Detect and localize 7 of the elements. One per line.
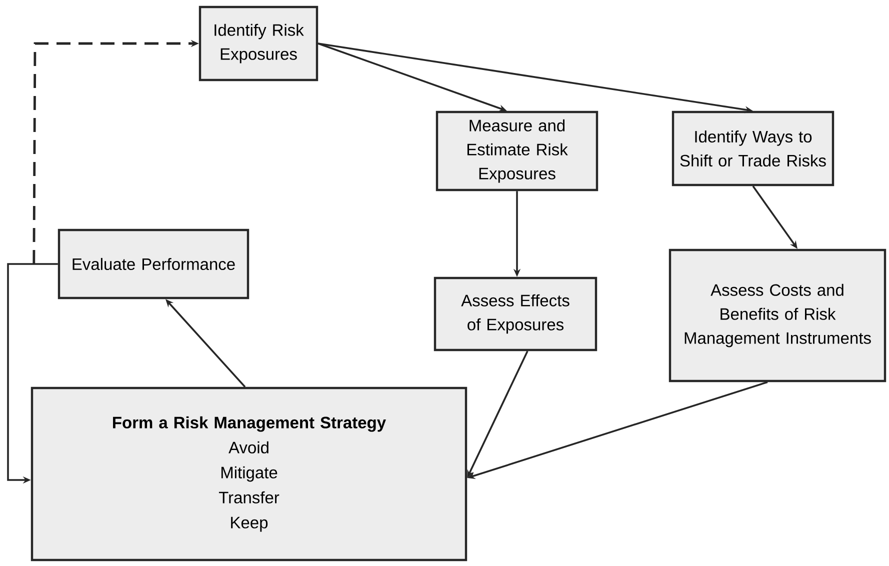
process-box: Identify Ways to Shift or Trade Risks <box>672 110 834 186</box>
process-box: Form a Risk Management Strategy Avoid Mitigate Transfer Keep <box>30 386 468 562</box>
process-box: Evaluate Performance <box>58 228 250 300</box>
process-box: Assess Effects of Exposures <box>434 276 598 352</box>
process-box: Identify Risk Exposures <box>198 6 318 82</box>
process-box: Assess Costs and Benefits of Risk Management Instruments <box>668 248 886 382</box>
process-box: Measure and Estimate Risk Exposures <box>436 110 598 192</box>
